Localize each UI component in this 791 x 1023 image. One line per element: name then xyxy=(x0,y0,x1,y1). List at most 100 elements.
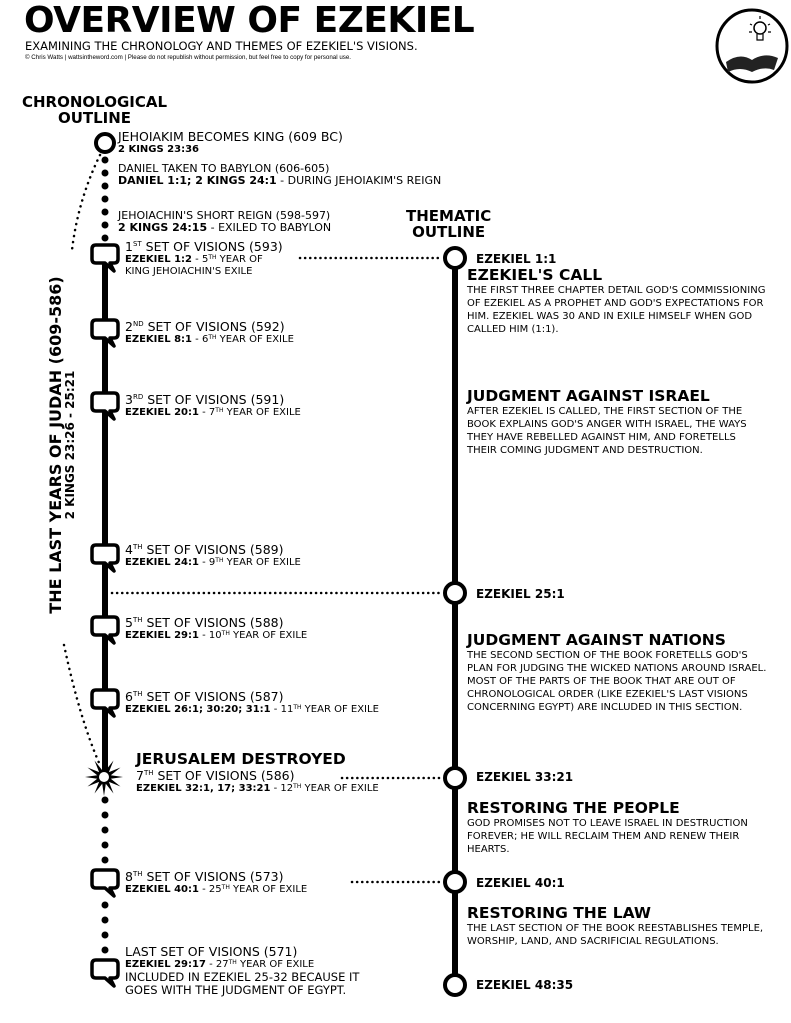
text-run: TH xyxy=(132,870,143,878)
event-heading: JERUSALEM DESTROYED xyxy=(136,750,346,768)
scripture-ref: EZEKIEL 40:1 xyxy=(125,884,199,895)
text-run: TH xyxy=(293,704,302,711)
section-text: THE LAST SECTION OF THE BOOK REESTABLISH… xyxy=(467,923,764,947)
timeline-dot xyxy=(101,169,109,177)
scripture-ref: EZEKIEL 26:1; 30:20; 31:1 xyxy=(125,704,271,715)
text-run: TH xyxy=(143,769,154,777)
speech-bubble-icon xyxy=(90,688,120,718)
event-title: 4TH SET OF VISIONS (589) xyxy=(125,543,301,557)
timeline-dot xyxy=(101,182,109,190)
connector-dotted-lines xyxy=(110,256,444,884)
heading-line: OUTLINE xyxy=(412,223,486,241)
section-title: RESTORING THE PEOPLE xyxy=(467,799,680,817)
section-title: JUDGMENT AGAINST NATIONS xyxy=(467,631,726,649)
event-title: 8TH SET OF VISIONS (573) xyxy=(125,870,307,884)
text-run: SET OF VISIONS (587) xyxy=(142,689,284,704)
scripture-ref: 2 KINGS 24:15 xyxy=(118,221,208,234)
text-run: 2 xyxy=(125,319,133,334)
text-run: YEAR OF EXILE xyxy=(236,959,315,970)
event-detail: EZEKIEL 8:1 - 6TH YEAR OF EXILE xyxy=(125,334,294,346)
text-run: YEAR OF EXILE xyxy=(229,630,308,641)
text-run: SET OF VISIONS (588) xyxy=(142,615,284,630)
text-run: 8 xyxy=(125,869,133,884)
text-run: SET OF VISIONS (593) xyxy=(141,239,283,254)
text-run: SET OF VISIONS (586) xyxy=(153,768,295,783)
event-detail: KING JEHOIACHIN'S EXILE xyxy=(125,266,283,278)
event-detail: EZEKIEL 24:1 - 9TH YEAR OF EXILE xyxy=(125,557,301,569)
section-text: THE SECOND SECTION OF THE BOOK FORETELLS… xyxy=(467,650,767,713)
copyright-notice: © Chris Watts | wattsintheword.com | Ple… xyxy=(25,54,352,61)
thematic-outline-heading: THEMATIC OUTLINE xyxy=(406,208,491,240)
text-run: - DURING JEHOIAKIM'S REIGN xyxy=(276,174,442,187)
section-text: AFTER EZEKIEL IS CALLED, THE FIRST SECTI… xyxy=(467,406,747,456)
text-run: - 12 xyxy=(270,783,294,794)
text-run: JEHOIAKIM BECOMES KING (609 BC) xyxy=(118,129,343,144)
text-run: TH xyxy=(215,407,224,414)
text-run: - 7 xyxy=(198,407,216,418)
speech-bubble-icons xyxy=(90,243,120,988)
text-run: ND xyxy=(132,320,144,328)
event-detail: EZEKIEL 32:1, 17; 33:21 - 12TH YEAR OF E… xyxy=(136,783,379,795)
text-run: YEAR OF xyxy=(216,254,263,265)
text-run: SET OF VISIONS (592) xyxy=(143,319,285,334)
scripture-ref: EZEKIEL 24:1 xyxy=(125,557,199,568)
text-run: YEAR OF EXILE xyxy=(301,704,379,715)
text-run: SET OF VISIONS (591) xyxy=(143,392,285,407)
text-run: 3 xyxy=(125,392,133,407)
timeline-dot xyxy=(101,796,109,804)
event-detail: EZEKIEL 40:1 - 25TH YEAR OF EXILE xyxy=(125,884,307,896)
text-run: INCLUDED IN EZEKIEL 25-32 BECAUSE IT xyxy=(125,970,360,984)
side-dotted-curve xyxy=(70,153,102,252)
text-run: 4 xyxy=(125,542,133,557)
event-title: 5TH SET OF VISIONS (588) xyxy=(125,616,307,630)
thematic-marker-circle xyxy=(443,870,467,894)
timeline-dot xyxy=(101,856,109,864)
text-run: - 9 xyxy=(198,557,216,568)
scripture-ref: EZEKIEL 8:1 xyxy=(125,334,192,345)
chronological-outline-heading: CHRONOLOGICAL OUTLINE xyxy=(22,94,167,126)
thematic-markers xyxy=(443,246,467,997)
chronology-event: 4TH SET OF VISIONS (589)EZEKIEL 24:1 - 9… xyxy=(125,543,301,569)
chronology-event: 6TH SET OF VISIONS (587)EZEKIEL 26:1; 30… xyxy=(125,690,379,716)
chronology-dots xyxy=(101,156,109,954)
speech-bubble-icon xyxy=(90,868,120,898)
scripture-ref: 2 KINGS 23:36 xyxy=(118,144,200,155)
text-run: - 10 xyxy=(198,630,222,641)
event-detail: DANIEL 1:1; 2 KINGS 24:1 - DURING JEHOIA… xyxy=(118,175,441,187)
timeline-dot xyxy=(101,931,109,939)
text-run: TH xyxy=(132,543,143,551)
thematic-marker-circle xyxy=(443,973,467,997)
start-marker-circle xyxy=(94,132,116,154)
timeline-dot xyxy=(101,811,109,819)
text-run: - 27 xyxy=(205,959,229,970)
chronology-event: JEHOIAKIM BECOMES KING (609 BC)2 KINGS 2… xyxy=(118,130,343,156)
side-label-ref: 2 KINGS 23:26 - 25:21 xyxy=(63,370,77,520)
text-run: - 11 xyxy=(270,704,294,715)
text-run: TH xyxy=(221,630,230,637)
text-run: KING JEHOIACHIN'S EXILE xyxy=(125,266,253,277)
thematic-marker-circle xyxy=(443,766,467,790)
timeline-dot xyxy=(101,208,109,216)
text-run: TH xyxy=(208,334,217,341)
chronology-event: 2ND SET OF VISIONS (592)EZEKIEL 8:1 - 6T… xyxy=(125,320,294,346)
text-run: YEAR OF EXILE xyxy=(229,884,308,895)
text-run: - 25 xyxy=(198,884,222,895)
page-title: OVERVIEW OF EZEKIEL xyxy=(24,0,475,41)
side-label-title: THE LAST YEARS OF JUDAH (609-586) xyxy=(46,276,65,614)
chronology-event: JEHOIACHIN'S SHORT REIGN (598-597)2 KING… xyxy=(118,210,331,234)
text-run: YEAR OF EXILE xyxy=(223,557,301,568)
speech-bubble-icon xyxy=(90,958,120,988)
chronology-event: 1ST SET OF VISIONS (593)EZEKIEL 1:2 - 5T… xyxy=(125,240,283,278)
text-run: YEAR OF EXILE xyxy=(223,407,301,418)
event-detail: INCLUDED IN EZEKIEL 25-32 BECAUSE IT xyxy=(125,971,359,984)
event-detail: EZEKIEL 29:1 - 10TH YEAR OF EXILE xyxy=(125,630,307,642)
text-run: - EXILED TO BABYLON xyxy=(207,221,332,234)
chronology-line xyxy=(102,262,108,772)
side-label: THE LAST YEARS OF JUDAH (609-586) 2 KING… xyxy=(46,276,77,614)
timeline-dot xyxy=(101,826,109,834)
text-run: TH xyxy=(221,884,230,891)
